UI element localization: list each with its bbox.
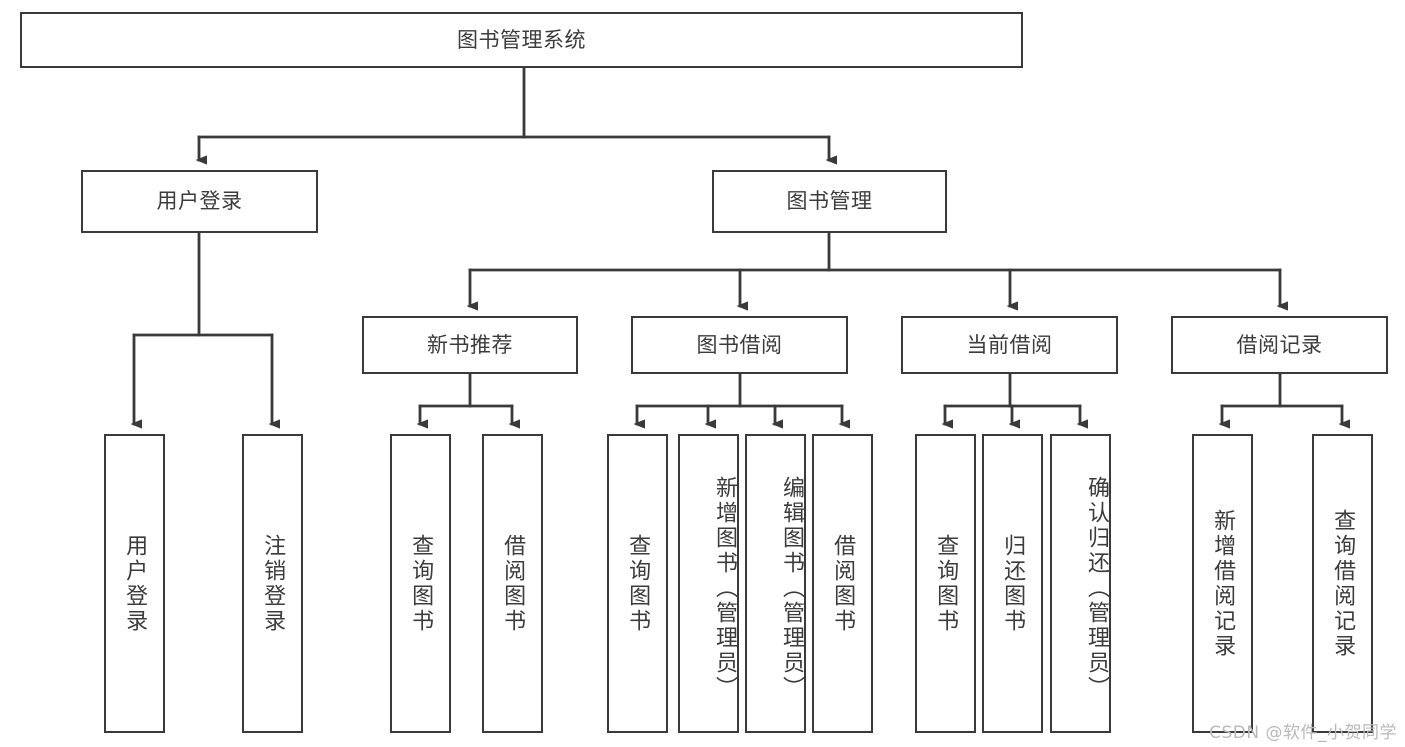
leaf-leaf-query-book-2: 查询图书 [607, 434, 668, 733]
node-label: 确认归还（管理员） [1084, 475, 1109, 701]
leaf-leaf-borrow-book-2: 借阅图书 [812, 434, 873, 733]
node-current-borrow: 当前借阅 [901, 316, 1118, 374]
leaf-leaf-logout: 注销登录 [242, 434, 303, 733]
leaf-leaf-return-book: 归还图书 [982, 434, 1043, 733]
node-book-manage: 图书管理 [712, 170, 947, 233]
node-label: 查询图书 [408, 533, 434, 634]
node-new-book-rec: 新书推荐 [362, 316, 578, 374]
node-label: 新增图书（管理员） [712, 475, 737, 701]
node-label: 借阅图书 [830, 533, 856, 634]
node-label: 编辑图书（管理员） [779, 475, 804, 701]
leaf-leaf-edit-book: 编辑图书（管理员） [745, 434, 806, 733]
leaf-leaf-add-record: 新增借阅记录 [1192, 434, 1253, 733]
node-label: 借阅图书 [500, 533, 526, 634]
leaf-leaf-query-record: 查询借阅记录 [1312, 434, 1373, 733]
leaf-leaf-user-login: 用户登录 [104, 434, 165, 733]
leaf-leaf-query-book-3: 查询图书 [915, 434, 976, 733]
node-label: 归还图书 [1000, 533, 1026, 634]
leaf-leaf-add-book: 新增图书（管理员） [678, 434, 739, 733]
node-label: 注销登录 [260, 533, 286, 634]
node-label: 借阅记录 [1236, 332, 1323, 357]
node-label: 新增借阅记录 [1210, 508, 1236, 659]
node-label: 用户登录 [122, 533, 148, 634]
leaf-leaf-confirm-return: 确认归还（管理员） [1050, 434, 1111, 733]
node-label: 用户登录 [156, 189, 243, 214]
node-label: 图书借阅 [696, 332, 783, 357]
node-book-borrow: 图书借阅 [631, 316, 848, 374]
leaf-leaf-query-book-1: 查询图书 [390, 434, 451, 733]
node-label: 查询图书 [933, 533, 959, 634]
node-borrow-record: 借阅记录 [1171, 316, 1388, 374]
node-user-login: 用户登录 [81, 170, 318, 233]
node-label: 当前借阅 [966, 332, 1053, 357]
leaf-leaf-borrow-book-1: 借阅图书 [482, 434, 543, 733]
node-label: 图书管理 [786, 189, 873, 214]
node-label: 图书管理系统 [457, 27, 586, 52]
node-label: 查询借阅记录 [1330, 508, 1356, 659]
node-label: 新书推荐 [427, 332, 513, 357]
node-root: 图书管理系统 [20, 12, 1023, 68]
node-label: 查询图书 [625, 533, 651, 634]
